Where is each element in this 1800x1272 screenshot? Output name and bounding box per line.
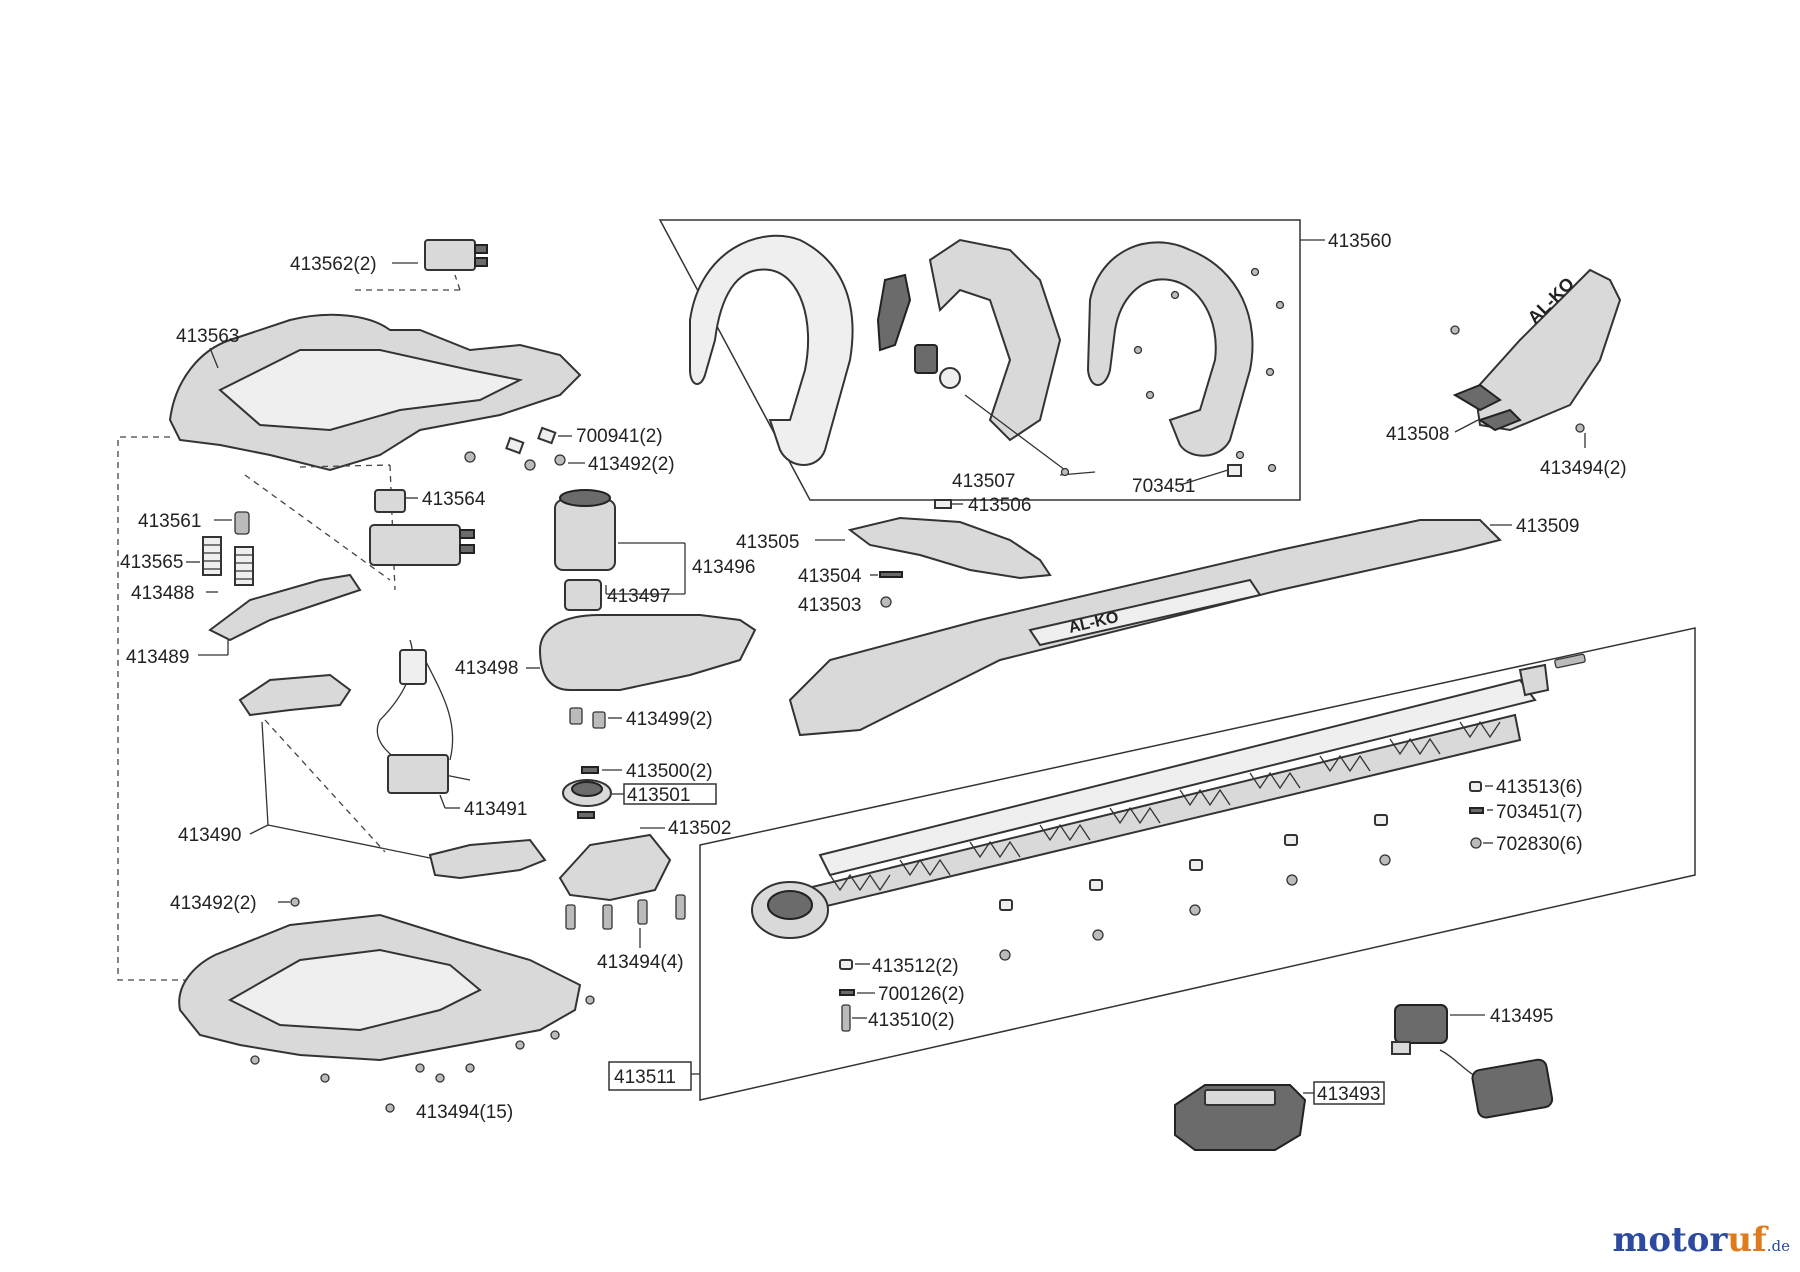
label-413488: 413488 (131, 583, 194, 604)
label-413495: 413495 (1490, 1006, 1553, 1027)
label-413500: 413500(2) (626, 761, 713, 782)
label-413560: 413560 (1328, 231, 1391, 252)
switch-lever-413489 (208, 573, 362, 642)
handle-group-frame (658, 219, 1301, 501)
gear-413501 (562, 779, 612, 807)
label-413562: 413562(2) (290, 254, 377, 275)
label-700941: 700941(2) (576, 426, 663, 447)
label-700126: 700126(2) (878, 984, 965, 1005)
label-413506: 413506 (968, 495, 1031, 516)
label-413494-15: 413494(15) (416, 1102, 513, 1123)
microswitch-lower (369, 524, 461, 566)
handle-ring (939, 367, 961, 389)
blade-holder-413511 (1518, 663, 1550, 697)
label-413513: 413513(6) (1496, 777, 1583, 798)
label-413504: 413504 (798, 566, 862, 587)
spring-413565-b (234, 546, 254, 586)
label-413491: 413491 (464, 799, 527, 820)
handle-lock-button (914, 344, 938, 374)
bracket-413502 (558, 833, 672, 902)
label-413492-top: 413492(2) (588, 454, 675, 475)
label-413493: 413493 (1317, 1084, 1380, 1105)
handle-screws (1133, 267, 1285, 473)
handle-trigger (876, 273, 912, 352)
brand-accent: uf (1727, 1220, 1767, 1260)
pcb-413491 (387, 754, 449, 794)
label-413497: 413497 (607, 586, 670, 607)
label-702830: 702830(6) (1496, 834, 1583, 855)
label-413502: 413502 (668, 818, 731, 839)
label-413564: 413564 (422, 489, 486, 510)
label-413508: 413508 (1386, 424, 1449, 445)
pin-413504 (879, 571, 903, 578)
blade-spacers (999, 814, 1391, 961)
label-413489: 413489 (126, 647, 189, 668)
label-box-413511 (608, 1061, 692, 1091)
blade-assembly-frame (699, 627, 1696, 1101)
charger-413495 (1391, 1004, 1554, 1119)
brand-watermark: motoruf.de (1612, 1220, 1790, 1260)
label-413494-2: 413494(2) (1540, 458, 1627, 479)
microswitch-413562 (424, 239, 476, 271)
label-413561: 413561 (138, 511, 201, 532)
nut-700941-b (537, 426, 557, 445)
label-413512: 413512(2) (872, 956, 959, 977)
switch-clip-413564 (374, 489, 406, 513)
cover-413490-b (428, 838, 547, 880)
label-413565: 413565 (120, 552, 183, 573)
label-413507: 413507 (952, 471, 1015, 492)
label-413498: 413498 (455, 658, 518, 679)
pinion-413497 (564, 579, 602, 611)
label-413503: 413503 (798, 595, 861, 616)
assembly-guide-left (117, 436, 200, 981)
label-413499: 413499(2) (626, 709, 713, 730)
label-413563: 413563 (176, 326, 239, 347)
label-413511: 413511 (614, 1067, 676, 1088)
handle-cover (1086, 241, 1254, 457)
screws-413494-4 (565, 894, 686, 930)
label-413505: 413505 (736, 532, 799, 553)
nut-703451 (1227, 464, 1242, 477)
nut-700941-a (505, 436, 525, 455)
drive-gear (751, 881, 829, 939)
cover-413490-a (238, 673, 352, 717)
blade-teeth (829, 720, 1501, 892)
handle-loop (689, 234, 854, 466)
screws-413494-15 (250, 995, 595, 1113)
label-413509: 413509 (1516, 516, 1579, 537)
label-413492-bottom: 413492(2) (170, 893, 257, 914)
gear-housing-413498 (538, 614, 757, 691)
spring-413565-a (202, 536, 222, 576)
blade-small-parts (1469, 781, 1493, 849)
label-703451-7: 703451(7) (1496, 802, 1583, 823)
screw-413503 (880, 596, 892, 608)
label-413490: 413490 (178, 825, 241, 846)
label-413501: 413501 (627, 785, 690, 806)
upper-housing-inner (218, 349, 524, 432)
blade-housing-413509 (788, 519, 1502, 737)
label-413494-4: 413494(4) (597, 952, 684, 973)
brand-tld: .de (1766, 1237, 1790, 1255)
handle-clip-frame (928, 238, 1062, 442)
brand-main: motor (1612, 1220, 1728, 1260)
part-413506 (934, 499, 952, 509)
screw-413561 (234, 511, 250, 535)
battery-413493 (1174, 1084, 1307, 1151)
label-703451-top: 703451 (1132, 476, 1195, 497)
label-413496: 413496 (692, 557, 755, 578)
motor-413496 (554, 499, 616, 571)
cutting-blade-upper (818, 678, 1537, 877)
lower-housing-inner (227, 948, 482, 1032)
label-413510: 413510(2) (868, 1010, 955, 1031)
blade-guard-413505 (847, 516, 1052, 580)
